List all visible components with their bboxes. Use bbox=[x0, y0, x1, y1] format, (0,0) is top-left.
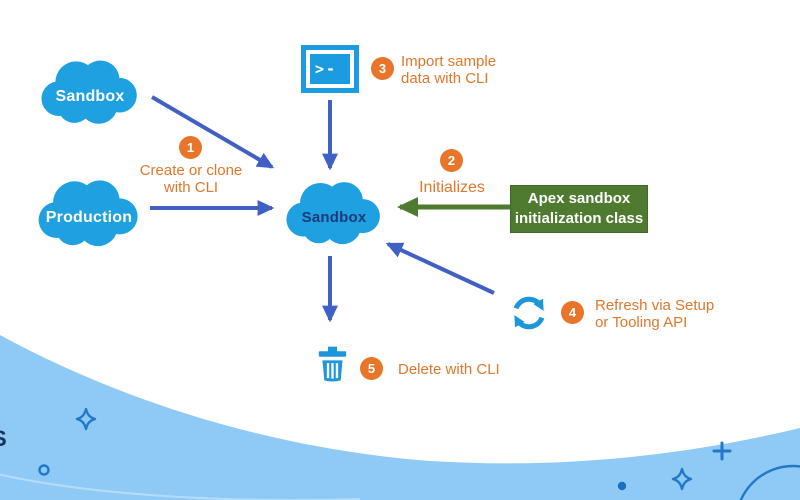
clipped-text: S bbox=[0, 426, 7, 452]
cloud-label: Production bbox=[45, 209, 133, 226]
step-badge-3: 3 bbox=[371, 57, 394, 80]
plus-icon bbox=[712, 441, 732, 461]
terminal-icon: >- bbox=[301, 45, 359, 93]
terminal-prompt: >- bbox=[310, 54, 350, 84]
arrow-refresh-to-sandbox bbox=[385, 242, 495, 295]
cloud-sandbox-center: Sandbox bbox=[283, 170, 385, 252]
apex-initialization-box: Apex sandbox initialization class bbox=[510, 185, 648, 233]
big-circle-outline-icon bbox=[739, 464, 800, 500]
circle-outline-icon bbox=[38, 464, 50, 476]
step-label-4: Refresh via Setup or Tooling API bbox=[595, 297, 715, 331]
cloud-production: Production bbox=[35, 172, 143, 250]
wave-shape bbox=[0, 335, 800, 500]
step-label-2: Initializes bbox=[419, 179, 485, 196]
step-label-3: Import sample data with CLI bbox=[401, 53, 497, 87]
step-badge-4: 4 bbox=[561, 301, 584, 324]
refresh-icon bbox=[513, 296, 545, 330]
step-badge-5: 5 bbox=[360, 357, 383, 380]
cloud-label: Sandbox bbox=[55, 88, 125, 105]
sparkle-icon bbox=[671, 467, 693, 491]
dot-icon bbox=[617, 481, 627, 491]
step-label-5: Delete with CLI bbox=[398, 361, 500, 378]
step-label-1: Create or clone with CLI bbox=[139, 162, 243, 196]
cloud-label: Sandbox bbox=[301, 209, 367, 226]
trash-icon bbox=[318, 346, 347, 382]
sparkle-icon bbox=[75, 407, 97, 431]
step-badge-1: 1 bbox=[179, 136, 202, 159]
cloud-sandbox-top: Sandbox bbox=[38, 52, 142, 128]
step-badge-2: 2 bbox=[440, 149, 463, 172]
arrow-sandbox-to-sandbox bbox=[150, 95, 275, 169]
